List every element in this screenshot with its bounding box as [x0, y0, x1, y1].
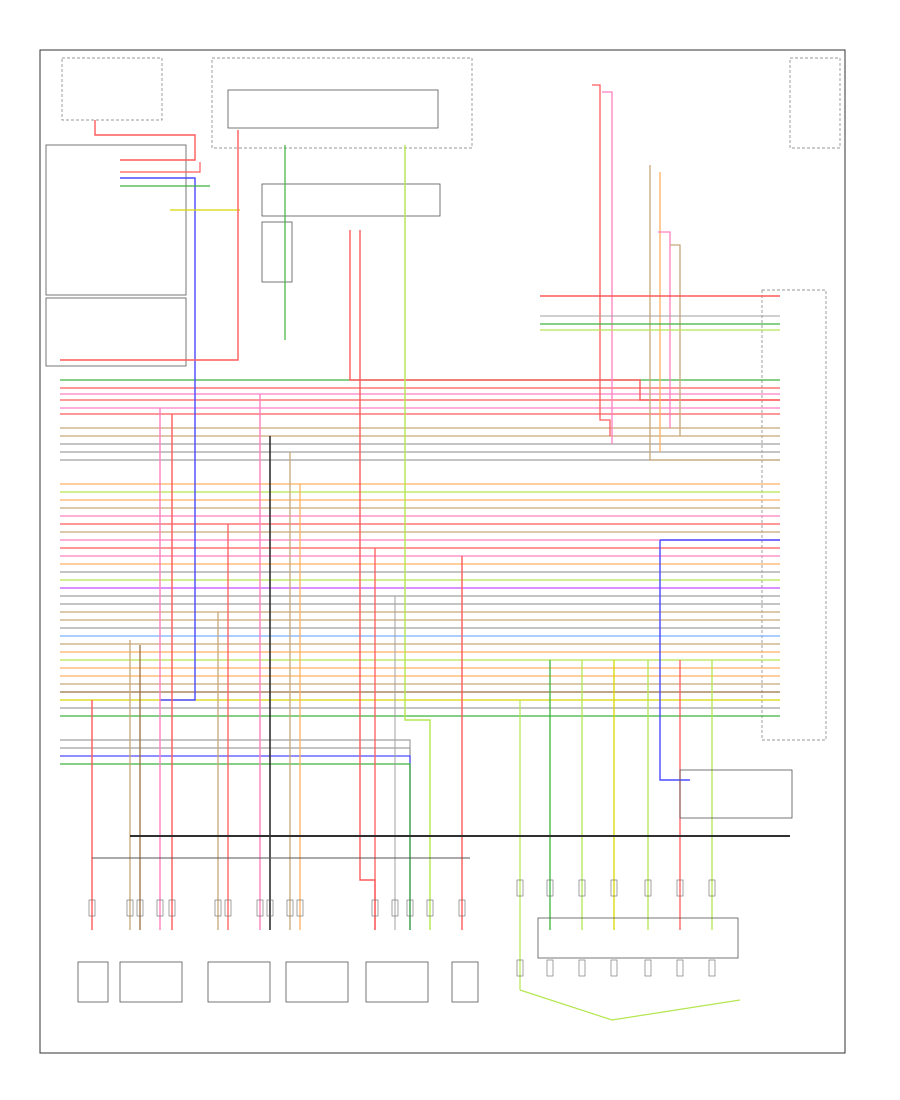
wire-red-46 [94, 120, 196, 161]
injector-ground-v [519, 989, 741, 1021]
wire-tan-58 [649, 165, 780, 461]
ignition-switch-box [227, 89, 439, 129]
pin-group [88, 879, 716, 977]
ecm-connector-block [761, 289, 827, 741]
connector-pin [168, 899, 176, 917]
connector-pin [644, 879, 652, 897]
connector-pin [266, 899, 274, 917]
wire-green-45 [60, 763, 411, 930]
connector-pin [88, 899, 96, 917]
connector-pin [406, 899, 414, 917]
connector-pin [610, 959, 618, 977]
connector-pin [676, 959, 684, 977]
wire-red-56 [592, 84, 611, 436]
connector-pin [610, 879, 618, 897]
injector-bank [537, 917, 739, 959]
wire-red-51 [60, 130, 239, 361]
connector-pin [256, 899, 264, 917]
connector-pin [676, 879, 684, 897]
main-relay-box [45, 144, 187, 296]
connector-pin [458, 899, 466, 917]
connector-pin [126, 899, 134, 917]
sensor-box-4 [285, 961, 349, 1003]
wire-tan-61 [670, 244, 681, 436]
wire-pink-60 [658, 231, 671, 428]
wire-blue-44 [60, 755, 411, 930]
connector-pin [391, 899, 399, 917]
connector-pin [296, 899, 304, 917]
sensor-box-5 [365, 961, 429, 1003]
fuse-link-box [261, 221, 293, 283]
left-side-box [45, 297, 187, 367]
right-top-label-box [789, 57, 841, 149]
diagram-frame [39, 49, 846, 1054]
throttle-position-box [679, 769, 793, 819]
connector-pin [224, 899, 232, 917]
sensor-box-2 [119, 961, 183, 1003]
sensor-box-3 [207, 961, 271, 1003]
sensor-box-6 [451, 961, 479, 1003]
connector-pin [286, 899, 294, 917]
connector-pin [426, 899, 434, 917]
connector-pin [578, 879, 586, 897]
wire-gray-43 [60, 747, 411, 930]
fuse-relay-box-center [211, 57, 473, 149]
connector-pin [546, 959, 554, 977]
connector-pin [156, 899, 164, 917]
connector-pin [516, 879, 524, 897]
wire-blue-48 [120, 177, 196, 701]
connector-pin [644, 959, 652, 977]
connector-pin [578, 959, 586, 977]
connector-pin [371, 899, 379, 917]
connector-pin [546, 879, 554, 897]
wire-red-53 [349, 230, 780, 401]
wire-group [60, 84, 780, 990]
hot-at-all-times-fuse-box [61, 57, 163, 121]
connector-pin [214, 899, 222, 917]
wire-lightgreen-55 [404, 145, 431, 930]
fuse-block-mid [261, 183, 441, 217]
connector-pin [708, 879, 716, 897]
connector-pin [516, 959, 524, 977]
connector-pin [708, 959, 716, 977]
wire-pink-57 [602, 91, 613, 444]
wire-red-47 [120, 162, 201, 173]
connector-pin [136, 899, 144, 917]
sensor-box-1 [77, 961, 109, 1003]
